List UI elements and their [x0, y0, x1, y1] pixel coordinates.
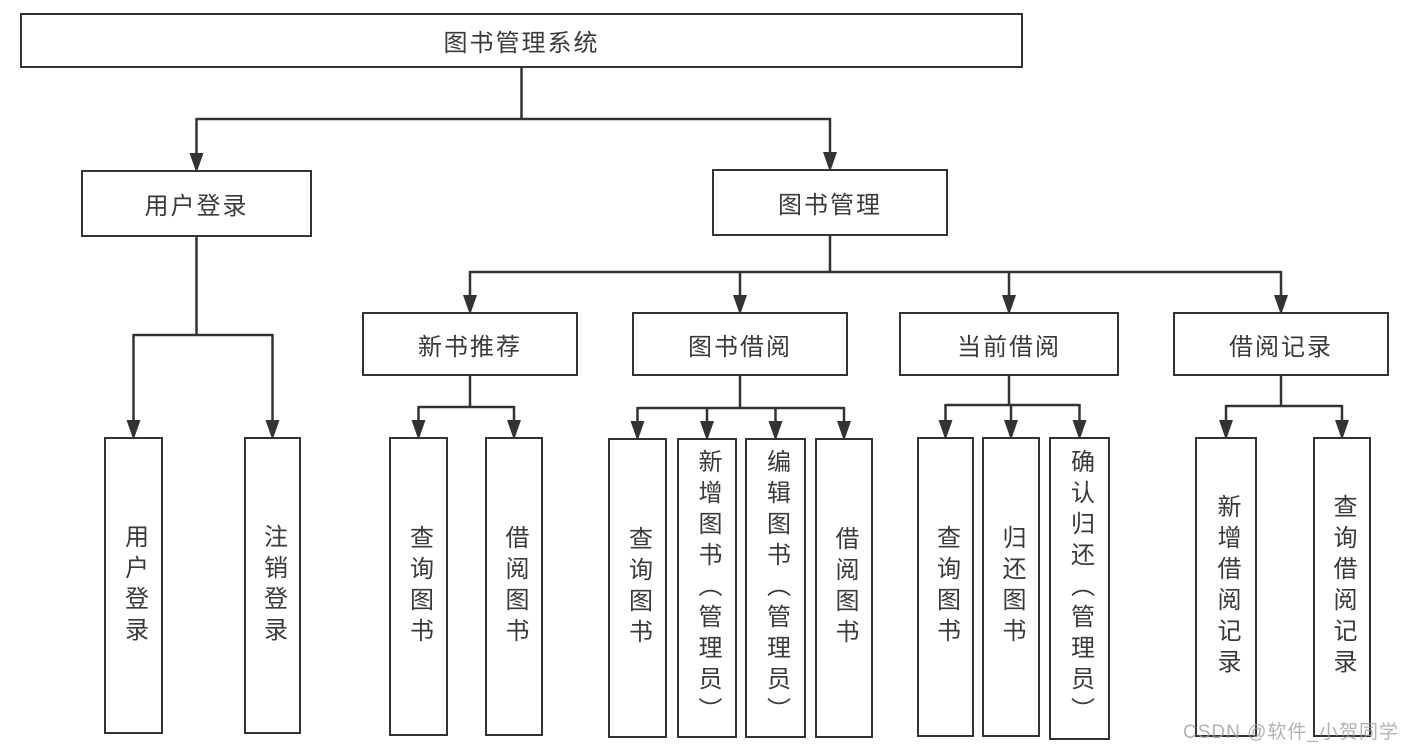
arrowhead-icon [837, 421, 851, 441]
arrowhead-icon [1004, 420, 1018, 440]
node-label-leaf-borrow-book-1: 借阅图书 [501, 524, 528, 649]
node-label-book-mgmt: 图书管理 [778, 192, 882, 219]
diagram-node-leaf-user-login: 用户登录 [104, 437, 163, 734]
diagram-node-new-book-rec: 新书推荐 [362, 312, 578, 376]
arrowhead-icon [265, 420, 280, 440]
node-label-leaf-return-book: 归还图书 [998, 525, 1025, 649]
arrowhead-icon [463, 295, 477, 315]
diagram-node-book-borrow: 图书借阅 [632, 312, 848, 376]
diagram-node-leaf-add-book: 新增图书（管理员） [677, 438, 737, 738]
node-label-leaf-query-book-2: 查询图书 [624, 526, 652, 650]
node-label-leaf-logout: 注销登录 [259, 523, 287, 648]
arrowhead-icon [507, 420, 521, 440]
arrowhead-icon [768, 421, 783, 441]
node-label-book-borrow: 图书借阅 [688, 333, 792, 361]
diagram-node-borrow-records: 借阅记录 [1173, 312, 1389, 376]
diagram-node-leaf-confirm-return: 确认归还（管理员） [1049, 437, 1110, 740]
arrowhead-icon [823, 152, 837, 172]
diagram-node-leaf-query-book-2: 查询图书 [608, 438, 667, 738]
node-label-leaf-query-book-1: 查询图书 [405, 524, 433, 649]
arrowhead-icon [1002, 295, 1016, 315]
node-label-new-book-rec: 新书推荐 [418, 333, 522, 361]
node-label-current-borrow: 当前借阅 [957, 333, 1061, 361]
arrowhead-icon [700, 421, 714, 441]
arrowhead-icon [1335, 420, 1349, 440]
diagram-node-leaf-return-book: 归还图书 [982, 437, 1040, 737]
arrowhead-icon [630, 421, 645, 441]
node-label-leaf-user-login: 用户登录 [120, 523, 148, 648]
diagram-node-root: 图书管理系统 [20, 13, 1023, 68]
diagram-node-leaf-add-record: 新增借阅记录 [1195, 437, 1257, 737]
node-label-leaf-confirm-return: 确认归还（管理员） [1066, 449, 1094, 728]
arrowhead-icon [733, 295, 747, 315]
node-label-borrow-records: 借阅记录 [1229, 333, 1333, 361]
watermark: CSDN @软件_小贺同学 [1183, 722, 1399, 743]
node-label-leaf-edit-book: 编辑图书（管理员） [762, 448, 790, 728]
diagram-node-leaf-logout: 注销登录 [244, 437, 301, 734]
node-label-root: 图书管理系统 [443, 30, 600, 57]
diagram-node-book-mgmt: 图书管理 [712, 169, 948, 236]
diagram-node-leaf-query-book-1: 查询图书 [389, 437, 448, 736]
node-label-leaf-add-book: 新增图书（管理员） [694, 448, 721, 728]
node-label-leaf-borrow-book-2: 借阅图书 [831, 526, 858, 650]
node-label-leaf-add-record: 新增借阅记录 [1213, 494, 1240, 680]
node-label-leaf-query-record: 查询借阅记录 [1329, 494, 1356, 680]
arrowhead-icon [189, 153, 204, 173]
arrowhead-icon [1274, 295, 1288, 315]
diagram-node-user-login: 用户登录 [81, 170, 312, 237]
diagram-node-leaf-borrow-book-1: 借阅图书 [485, 437, 543, 736]
diagram-node-leaf-query-record: 查询借阅记录 [1313, 437, 1371, 737]
diagram-node-leaf-edit-book: 编辑图书（管理员） [745, 438, 806, 738]
arrowhead-icon [411, 420, 426, 440]
node-label-user-login: 用户登录 [144, 193, 249, 220]
diagram-node-current-borrow: 当前借阅 [899, 312, 1119, 376]
diagram-node-leaf-borrow-book-2: 借阅图书 [815, 438, 873, 738]
arrowhead-icon [938, 420, 953, 440]
arrowhead-icon [1219, 420, 1233, 440]
arrowhead-icon [126, 420, 141, 440]
arrowhead-icon [1072, 420, 1087, 440]
diagram-node-leaf-query-book-3: 查询图书 [917, 437, 974, 737]
node-label-leaf-query-book-3: 查询图书 [932, 525, 960, 649]
